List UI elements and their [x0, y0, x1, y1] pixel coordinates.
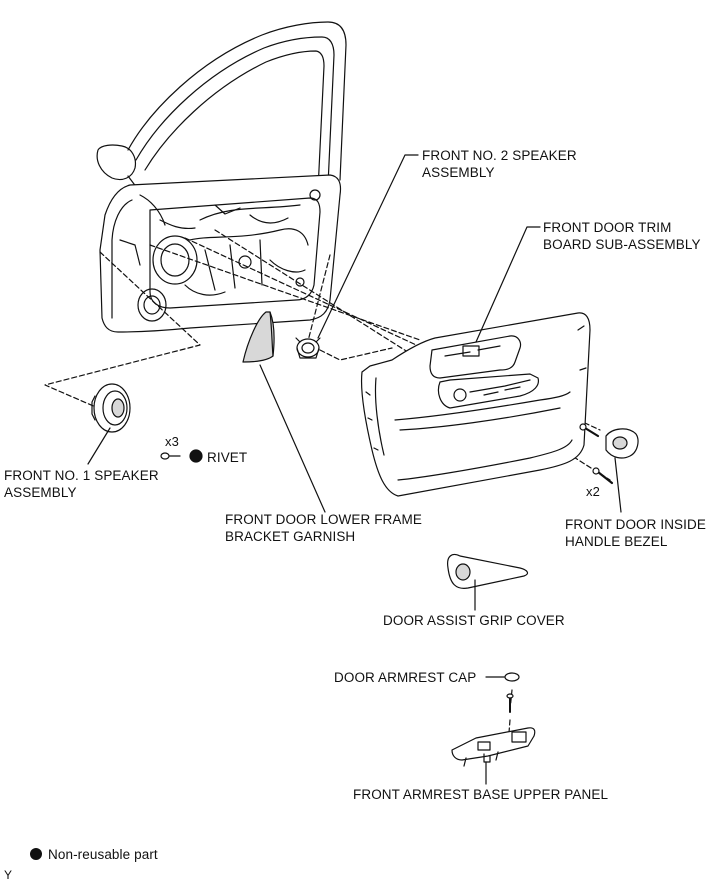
front-no1-speaker-label: FRONT NO. 1 SPEAKER ASSEMBLY — [4, 467, 159, 501]
front-no2-speaker-label-line1: FRONT NO. 2 SPEAKER — [422, 148, 577, 163]
rivet-count-label: x3 — [165, 434, 179, 449]
front-no2-speaker-label: FRONT NO. 2 SPEAKER ASSEMBLY — [422, 147, 577, 181]
front-no1-speaker-label-line2: ASSEMBLY — [4, 485, 77, 500]
screw-count-label: x2 — [586, 484, 600, 499]
armrest-cap-label: DOOR ARMREST CAP — [334, 670, 477, 685]
front-door-trim-label-line2: BOARD SUB-ASSEMBLY — [543, 237, 701, 252]
lower-frame-garnish-label: FRONT DOOR LOWER FRAME BRACKET GARNISH — [225, 511, 422, 545]
armrest-cap-drawing — [504, 672, 520, 713]
lower-frame-garnish-drawing — [242, 311, 275, 363]
inside-handle-bezel-label-line2: HANDLE BEZEL — [565, 534, 668, 549]
assist-grip-cover-label: DOOR ASSIST GRIP COVER — [383, 613, 565, 628]
front-no1-speaker-label-line1: FRONT NO. 1 SPEAKER — [4, 468, 159, 483]
front-door-trim-label: FRONT DOOR TRIM BOARD SUB-ASSEMBLY — [543, 219, 701, 253]
assist-grip-cover-drawing — [447, 553, 529, 589]
lower-frame-garnish-label-line2: BRACKET GARNISH — [225, 529, 356, 544]
rivet-label: RIVET — [207, 450, 248, 465]
rivet-drawing — [160, 449, 203, 463]
front-no2-speaker-label-line2: ASSEMBLY — [422, 165, 495, 180]
front-no2-speaker-drawing — [295, 337, 321, 359]
inside-handle-bezel-drawing — [605, 428, 639, 459]
inside-handle-bezel-label: FRONT DOOR INSIDE HANDLE BEZEL — [565, 516, 706, 550]
front-no1-speaker-drawing — [91, 383, 131, 433]
inside-handle-bezel-label-line1: FRONT DOOR INSIDE — [565, 517, 706, 532]
trim-screws-drawing — [579, 423, 614, 485]
armrest-base-label: FRONT ARMREST BASE UPPER PANEL — [353, 787, 609, 802]
lower-frame-garnish-label-line1: FRONT DOOR LOWER FRAME — [225, 512, 422, 527]
corner-mark: Y — [4, 868, 13, 882]
legend-text: Non-reusable part — [48, 847, 158, 862]
non-reusable-dot-icon — [30, 848, 42, 860]
trim-board-drawing — [360, 312, 591, 497]
armrest-base-panel-drawing — [451, 727, 536, 767]
label-leader-lines — [87, 154, 622, 785]
legend: Non-reusable part — [30, 846, 158, 863]
front-door-trim-label-line1: FRONT DOOR TRIM — [543, 220, 672, 235]
door-frame — [96, 21, 347, 333]
